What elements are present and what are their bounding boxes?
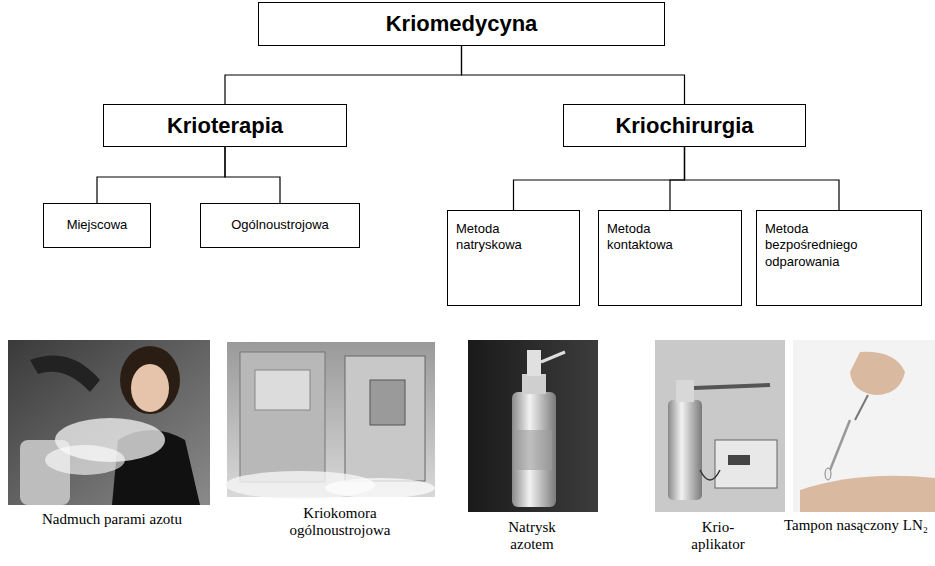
- photo-cryochamber: [225, 342, 435, 499]
- photo-caption: Krio- aplikator: [678, 519, 758, 554]
- photo-caption: Kriokomora ogólnoustrojowa: [255, 505, 425, 540]
- category-box: Metoda natryskowa: [447, 210, 580, 306]
- category-box: Metoda bezpośredniego odparowania: [756, 210, 922, 306]
- node-text: Ogólnoustrojowa: [231, 217, 329, 233]
- tree-connector: [670, 147, 685, 210]
- tree-connector: [462, 46, 685, 104]
- category-box: Metoda kontaktowa: [598, 210, 742, 306]
- tree-connector: [97, 147, 225, 203]
- category-box: Kriochirurgia: [563, 104, 806, 147]
- photo-swab: [793, 340, 935, 512]
- node-text: Miejscowa: [67, 217, 128, 233]
- node-text: Metoda bezpośredniego odparowania: [765, 221, 883, 270]
- category-box: Krioterapia: [103, 104, 347, 147]
- tree-connector: [225, 46, 462, 104]
- photo-caption: Nadmuch parami azotu: [37, 511, 187, 528]
- node-text: Kriochirurgia: [615, 112, 753, 140]
- node-text: Krioterapia: [167, 112, 283, 140]
- photo-cryo-applicator: [655, 340, 785, 512]
- photo-vapour-blow: [8, 340, 210, 505]
- category-box: Miejscowa: [43, 203, 151, 248]
- tree-connector: [685, 147, 840, 210]
- photo-caption: Tampon nasączony LN₂: [781, 517, 931, 534]
- photo-spray-bottle: [468, 340, 598, 512]
- node-text: Metoda natryskowa: [456, 221, 536, 254]
- node-text: Kriomedycyna: [386, 10, 538, 38]
- category-box: Ogólnoustrojowa: [200, 203, 360, 248]
- category-box: Kriomedycyna: [258, 2, 665, 46]
- tree-connector: [225, 147, 280, 203]
- photo-caption: Natrysk azotem: [492, 519, 572, 554]
- node-text: Metoda kontaktowa: [607, 221, 687, 254]
- tree-connector: [514, 147, 685, 210]
